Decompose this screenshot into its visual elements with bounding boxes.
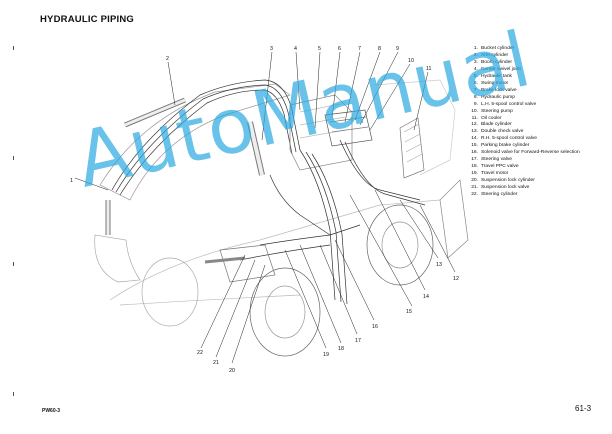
callout-14: 14: [423, 294, 429, 300]
callout-12: 12: [453, 276, 459, 282]
callout-3: 3: [270, 46, 273, 52]
legend-item: 20.Suspension lock cylinder: [471, 178, 535, 184]
callout-19: 19: [323, 352, 329, 358]
callout-9: 9: [396, 46, 399, 52]
callout-18: 18: [338, 346, 344, 352]
page-number: 61-3: [575, 404, 592, 413]
legend-item: 4.Center swivel joint: [473, 66, 521, 72]
legend-item: 8.Hydraulic pump: [473, 94, 515, 100]
legend-item: 19.Travel motor: [471, 171, 509, 177]
page-title: HYDRAULIC PIPING: [40, 14, 134, 25]
legend-item: 21.Suspension lock valve: [471, 185, 530, 191]
callout-1: 1: [70, 178, 73, 184]
callout-21: 21: [213, 360, 219, 366]
legend-item: 7.Brake lock valve: [473, 87, 517, 93]
callout-11: 11: [426, 66, 432, 72]
callout-20: 20: [229, 368, 235, 374]
legend-item: 11.Oil cooler: [471, 115, 502, 121]
legend-item: 10.Steering pump: [471, 108, 513, 114]
parts-legend: 1.Bucket cylinder 2.Arm cylinder 3.Boom …: [466, 46, 580, 199]
callout-2: 2: [166, 56, 169, 62]
legend-item: 1.Bucket cylinder: [473, 46, 515, 51]
legend-item: 5.Hydraulic tank: [473, 73, 512, 79]
callout-8: 8: [378, 46, 381, 52]
callout-6: 6: [338, 46, 341, 52]
legend-item: 16.Solenoid valve for Forward-Reverse se…: [471, 150, 580, 156]
callout-13: 13: [436, 262, 442, 268]
legend-item: 6.Swing motor: [473, 80, 509, 86]
legend-item: 14.R.H. 5-spool control valve: [471, 136, 537, 142]
legend-item: 22.Steering cylinder: [471, 192, 518, 198]
margin-mark: [13, 46, 14, 50]
margin-mark: [13, 156, 14, 160]
margin-mark: [13, 392, 14, 396]
callout-5: 5: [318, 46, 321, 52]
margin-mark: [13, 262, 14, 266]
callout-16: 16: [372, 324, 378, 330]
callout-4: 4: [294, 46, 297, 52]
legend-item: 17.Steering valve: [471, 157, 512, 163]
legend-item: 9.L.H. 5-spool control valve: [473, 101, 537, 107]
legend-item: 13.Double check valve: [471, 129, 524, 135]
legend-item: 12.Blade cylinder: [471, 122, 512, 128]
legend-item: 18.Travel PPC valve: [471, 164, 519, 170]
callout-7: 7: [358, 46, 361, 52]
footer-model: PW60-3: [42, 408, 61, 414]
callout-17: 17: [355, 338, 361, 344]
callout-15: 15: [406, 309, 412, 315]
callout-22: 22: [197, 350, 203, 356]
legend-item: 3.Boom cylinder: [473, 59, 512, 65]
legend-item: 2.Arm cylinder: [473, 52, 509, 58]
callout-10: 10: [408, 58, 414, 64]
legend-item: 15.Parking brake cylinder: [471, 143, 530, 149]
